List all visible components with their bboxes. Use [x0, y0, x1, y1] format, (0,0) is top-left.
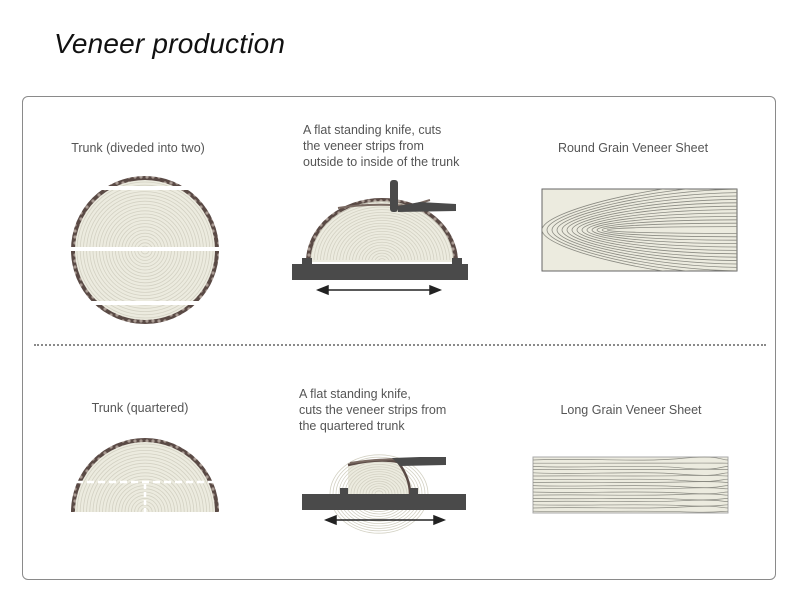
cut-line-middle: [65, 247, 225, 251]
knife-label-1-line-3: outside to inside of the trunk: [303, 155, 460, 169]
knife-label-2-line-1: A flat standing knife,: [299, 387, 411, 401]
trunk-halved-label: Trunk (diveded into two): [71, 141, 205, 155]
cut-line-bottom: [65, 301, 225, 305]
bed2-stop-right: [410, 488, 418, 496]
knife-holder-2: [392, 457, 446, 466]
bed-stop-left: [302, 258, 312, 264]
trunk-quartered-label: Trunk (quartered): [91, 401, 189, 415]
half-trunk-rings: [310, 201, 454, 260]
trunk-quartered-drawing: [71, 438, 219, 512]
knife-holder: [398, 202, 456, 212]
bed-stop-right: [452, 258, 462, 264]
knife-machine-1: [292, 180, 468, 296]
cut-line-top: [65, 186, 225, 190]
round-grain-sheet: [541, 188, 738, 272]
machine-bed: [292, 264, 468, 280]
knife-label-1-line-2: the veneer strips from: [303, 139, 424, 153]
round-grain-lines: [542, 189, 737, 271]
long-grain-label: Long Grain Veneer Sheet: [560, 403, 702, 417]
bed2-stop-left: [340, 488, 348, 496]
knife-machine-2: [302, 454, 466, 534]
knife-label-2-line-2: cuts the veneer strips from: [299, 403, 447, 417]
diagram-frame: [22, 96, 776, 580]
knife-label-2: A flat standing knife, cuts the veneer s…: [299, 386, 446, 434]
page-title: Veneer production: [54, 28, 286, 59]
knife-blade: [390, 180, 398, 212]
trunk-halved-drawing: [65, 176, 225, 324]
machine-bed-2: [302, 494, 466, 510]
knife-label-1-line-1: A flat standing knife, cuts: [303, 123, 442, 137]
long-grain-lines: [532, 456, 729, 513]
section-divider: [34, 344, 766, 346]
motion-arrow-2: [323, 514, 447, 526]
quarter-rings: [76, 443, 214, 512]
knife-label-2-line-3: the quartered trunk: [299, 419, 405, 433]
motion-arrow-1: [315, 284, 443, 296]
round-grain-label: Round Grain Veneer Sheet: [557, 141, 709, 155]
knife-label-1: A flat standing knife, cuts the veneer s…: [303, 122, 459, 170]
long-grain-sheet: [532, 456, 729, 514]
